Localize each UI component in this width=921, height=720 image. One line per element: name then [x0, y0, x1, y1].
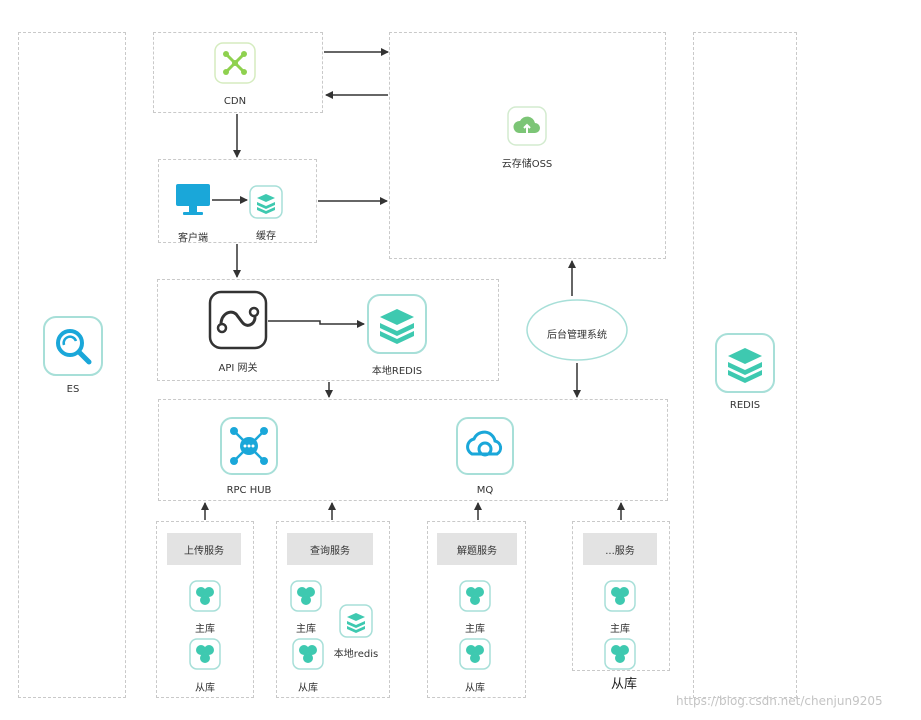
other-service-title: ...服务 — [583, 533, 657, 565]
admin-label: 后台管理系统 — [547, 330, 607, 341]
cdn-icon — [214, 42, 256, 84]
es-search-icon — [43, 316, 103, 376]
rpc-hub-icon — [220, 417, 278, 475]
database-icon — [189, 638, 221, 670]
database-icon — [290, 580, 322, 612]
rpc-hub-label: RPC HUB — [226, 485, 272, 496]
es-label: ES — [66, 384, 80, 395]
solve-service-title: 解题服务 — [437, 533, 517, 565]
other-master-label: 主库 — [610, 624, 630, 635]
redis-label: REDIS — [729, 400, 761, 411]
upload-slave-label: 从库 — [195, 683, 215, 694]
database-icon — [189, 580, 221, 612]
mq-icon — [456, 417, 514, 475]
mq-label: MQ — [476, 485, 494, 496]
local-redis-label: 本地REDIS — [371, 366, 423, 377]
client-label: 客户端 — [178, 233, 208, 244]
redis-icon — [715, 333, 775, 393]
cloud-storage-icon — [507, 106, 547, 146]
local-redis-icon — [339, 604, 373, 638]
database-icon — [459, 638, 491, 670]
query-master-label: 主库 — [296, 624, 316, 635]
monitor-icon — [176, 184, 210, 215]
oss-label: 云存储OSS — [501, 159, 553, 170]
upload-master-label: 主库 — [195, 624, 215, 635]
api-gateway-icon — [208, 290, 268, 350]
database-icon — [292, 638, 324, 670]
other-slave-label: 从库 — [611, 677, 638, 692]
local-redis-icon — [367, 294, 427, 354]
database-icon — [459, 580, 491, 612]
database-icon — [604, 580, 636, 612]
upload-service-title: 上传服务 — [167, 533, 241, 565]
admin-ellipse — [526, 299, 628, 361]
cdn-label: CDN — [223, 96, 247, 107]
query-slave-label: 从库 — [298, 683, 318, 694]
solve-master-label: 主库 — [465, 624, 485, 635]
query-local-redis-label: 本地redis — [333, 649, 379, 660]
api-gateway-label: API 网关 — [218, 363, 258, 374]
database-icon — [604, 638, 636, 670]
cache-icon — [249, 185, 283, 219]
watermark: https://blog.csdn.net/chenjun9205 — [676, 694, 883, 708]
cache-label: 缓存 — [256, 231, 276, 242]
solve-slave-label: 从库 — [465, 683, 485, 694]
query-service-title: 查询服务 — [287, 533, 373, 565]
